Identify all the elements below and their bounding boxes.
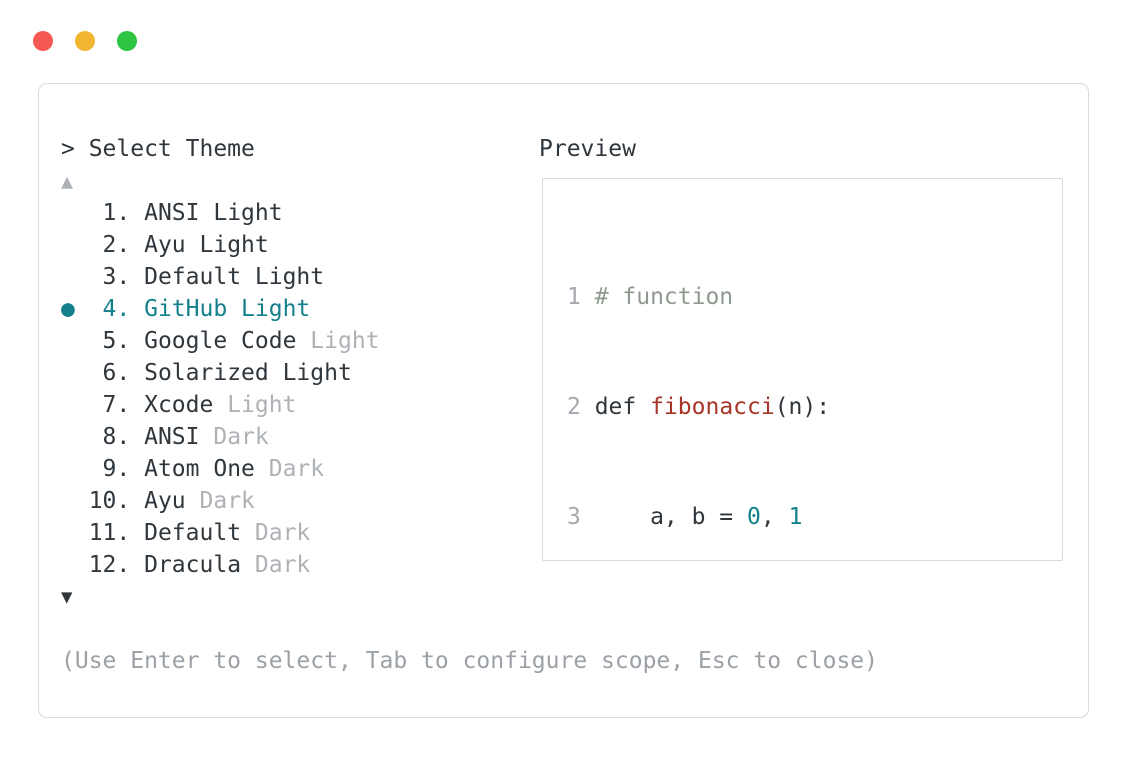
theme-item-name: Xcode [144,392,214,418]
preview-label: Preview [539,136,636,162]
theme-item-number: 9. [74,456,145,482]
theme-item-name: GitHub Light [144,296,311,322]
window-controls [33,31,137,51]
code-text: # function [595,284,733,310]
theme-list-item[interactable]: ● 4. GitHub Light [61,293,380,325]
theme-item-number: 10. [74,488,145,514]
theme-item-variant: Dark [199,424,269,450]
theme-list-item[interactable]: 12. Dracula Dark [61,549,380,581]
scroll-down-icon[interactable]: ▼ [61,586,73,608]
line-number: 2 [567,394,581,420]
theme-item-name: Solarized Light [144,360,352,386]
theme-item-name: Ayu Light [144,232,269,258]
theme-item-number: 8. [74,424,145,450]
code-token: def [594,394,651,420]
selected-bullet-icon: ● [61,296,75,322]
theme-item-name: Default [144,520,242,546]
theme-list: 1. ANSI Light 2. Ayu Light 3. Default Li… [61,197,380,581]
selected-bullet-icon [61,360,75,386]
code-text: def fibonacci(n): [595,394,830,420]
selected-bullet-icon [61,424,75,450]
theme-item-number: 4. [74,296,145,322]
theme-item-name: Dracula [144,552,242,578]
theme-list-item[interactable]: 6. Solarized Light [61,357,380,389]
preview-box: 1 # function 2 def fibonacci(n): 3 a, b = … [542,178,1063,561]
theme-item-variant: Light [296,328,380,354]
theme-list-item[interactable]: 1. ANSI Light [61,197,380,229]
code-text: a, b = 0, 1 [594,504,803,530]
theme-list-item[interactable]: 8. ANSI Dark [61,421,380,453]
theme-item-number: 5. [74,328,145,354]
selected-bullet-icon [61,488,75,514]
theme-item-name: Default Light [144,264,325,290]
code-preview: 1 # function 2 def fibonacci(n): 3 a, b = … [567,229,961,560]
theme-item-name: ANSI Light [144,200,283,226]
code-token: , [760,504,789,530]
zoom-button[interactable] [117,31,137,51]
select-theme-prompt: > Select Theme [61,136,255,162]
code-token: # function [594,284,734,310]
theme-picker-panel: > Select Theme ▲ 1. ANSI Light 2. Ayu Li… [38,83,1089,718]
theme-item-variant: Dark [185,488,255,514]
scroll-up-icon[interactable]: ▲ [61,169,74,193]
theme-item-name: Atom One [144,456,255,482]
minimize-button[interactable] [75,31,95,51]
theme-item-number: 2. [74,232,145,258]
theme-list-item[interactable]: 5. Google Code Light [61,325,380,357]
footer-hint: (Use Enter to select, Tab to configure s… [61,648,878,674]
theme-list-item[interactable]: 3. Default Light [61,261,380,293]
theme-list-item[interactable]: 2. Ayu Light [61,229,380,261]
theme-item-number: 12. [74,552,145,578]
theme-list-item[interactable]: 7. Xcode Light [61,389,380,421]
theme-list-item[interactable]: 10. Ayu Dark [61,485,380,517]
theme-item-name: Ayu [144,488,186,514]
theme-item-number: 3. [74,264,145,290]
theme-item-name: ANSI [144,424,200,450]
code-line: 2 def fibonacci(n): [567,391,961,423]
theme-item-number: 11. [74,520,145,546]
theme-item-number: 1. [74,200,145,226]
code-token: 0 [747,504,761,530]
code-token: fibonacci [650,394,775,420]
code-token: a, b = [594,504,748,530]
theme-item-variant: Dark [241,552,311,578]
code-line: 3 a, b = 0, 1 [567,501,961,533]
theme-item-number: 7. [74,392,145,418]
theme-item-number: 6. [74,360,145,386]
close-button[interactable] [33,31,53,51]
line-number: 3 [567,504,581,530]
theme-item-variant: Light [213,392,297,418]
selected-bullet-icon [61,552,75,578]
theme-item-variant: Dark [254,456,325,482]
selected-bullet-icon [61,520,75,546]
selected-bullet-icon [61,232,75,258]
selected-bullet-icon [61,456,75,482]
theme-list-item[interactable]: 9. Atom One Dark [61,453,380,485]
selected-bullet-icon [61,200,75,226]
code-token: (n): [774,394,831,420]
theme-list-item[interactable]: 11. Default Dark [61,517,380,549]
selected-bullet-icon [61,264,75,290]
line-number: 1 [567,284,581,310]
theme-item-name: Google Code [144,328,297,354]
code-token: 1 [788,504,803,530]
selected-bullet-icon [61,392,75,418]
code-line: 1 # function [567,281,961,313]
selected-bullet-icon [61,328,75,354]
theme-item-variant: Dark [241,520,311,546]
